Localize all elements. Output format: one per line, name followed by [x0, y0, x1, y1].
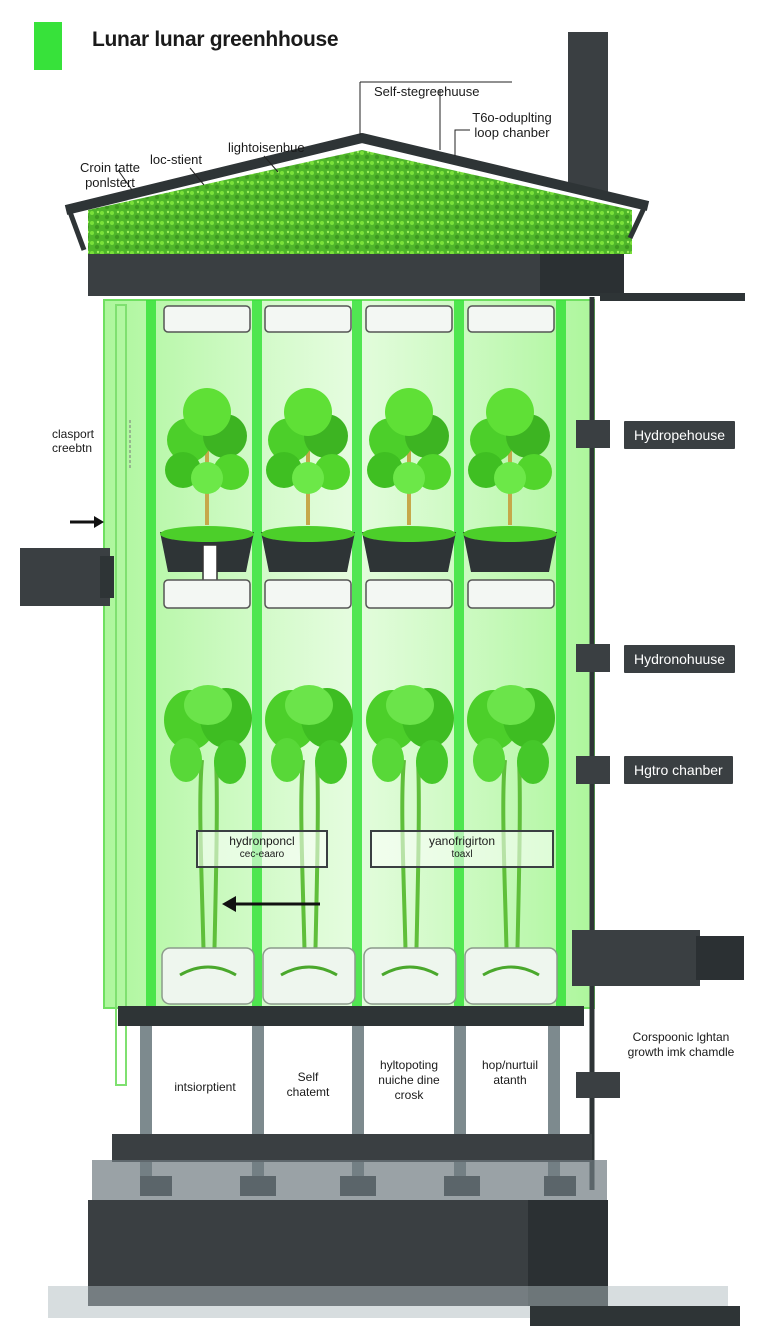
- middle-trays: [163, 579, 555, 609]
- label-hgtro-chanber: Hgtro chanber: [624, 756, 733, 784]
- legend-swatch: [34, 22, 62, 70]
- right-connectors: [572, 420, 744, 1098]
- roof-moss: [88, 150, 632, 254]
- left-connector: [20, 548, 110, 606]
- base-label-1: intsiorptient: [174, 1080, 236, 1094]
- upper-plants: [165, 388, 552, 525]
- label-loc: loc-stient: [150, 152, 203, 167]
- chimney: [568, 32, 608, 192]
- label-self: Self-stegreehuuse: [374, 84, 480, 99]
- shelf: [118, 1006, 584, 1026]
- arrow-left-icon: [222, 894, 320, 914]
- arrow-right-icon: [70, 514, 104, 530]
- label-hydronohuuse: Hydronohuuse: [624, 645, 736, 673]
- label-light: lightoisenbue: [228, 140, 305, 155]
- roof-frame: [64, 133, 650, 215]
- top-trays: [163, 305, 555, 333]
- water-dishes: [161, 947, 558, 1005]
- page-title: Lunar lunar greenhhouse: [92, 28, 339, 51]
- tube-dividers: [146, 300, 566, 1008]
- roof-beam: [88, 254, 624, 296]
- label-hydropehouse: Hydropehouse: [624, 421, 736, 449]
